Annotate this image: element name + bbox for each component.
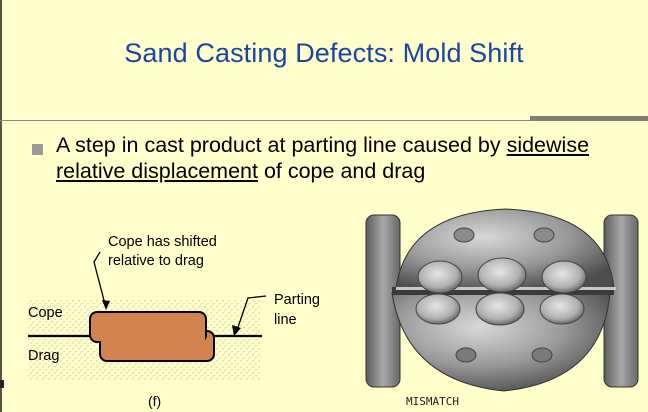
parting-leader: [235, 295, 267, 334]
parting-arrow-icon: [232, 325, 241, 336]
mismatch-casting-photo: MISMATCH: [365, 208, 639, 408]
cope-label: Cope: [28, 305, 63, 321]
drag-label: Drag: [28, 348, 59, 364]
bullet-text-end: of cope and drag: [257, 159, 426, 183]
bullet-text-start: A step in cast product at parting line c…: [56, 133, 507, 157]
parting-label-1: Parting: [274, 292, 320, 308]
title-divider-accent: [530, 116, 648, 121]
boss-6: [539, 293, 585, 325]
bullet-text: A step in cast product at parting line c…: [56, 132, 636, 184]
boss-3: [541, 260, 587, 294]
boss-5: [475, 292, 525, 326]
bullet-text-underlined: sidewise relative displacement: [56, 133, 590, 183]
callout-line-1: Cope has shifted: [108, 234, 217, 250]
callout-line-2: relative to drag: [108, 253, 204, 269]
diagram-caption: (f): [148, 393, 161, 409]
rib-3: [455, 347, 477, 363]
rib-2: [533, 227, 555, 243]
callout-arrow-icon: [102, 300, 110, 310]
slide-title: Sand Casting Defects: Mold Shift: [124, 38, 524, 68]
casting-fill: [101, 332, 205, 344]
title-divider: [0, 120, 648, 121]
mold-shift-diagram: Cope has shifted relative to drag Partin…: [28, 234, 320, 409]
rib-1: [453, 227, 475, 243]
boss-2: [477, 257, 527, 293]
left-border: [0, 0, 2, 412]
callout-leader: [93, 251, 107, 309]
left-border-mark: [0, 380, 4, 388]
bullet-square-icon: [32, 144, 43, 155]
rib-4: [531, 347, 553, 363]
parting-label-2: line: [274, 312, 297, 328]
boss-1: [417, 260, 463, 294]
photo-caption: MISMATCH: [406, 395, 459, 408]
boss-4: [415, 293, 461, 325]
